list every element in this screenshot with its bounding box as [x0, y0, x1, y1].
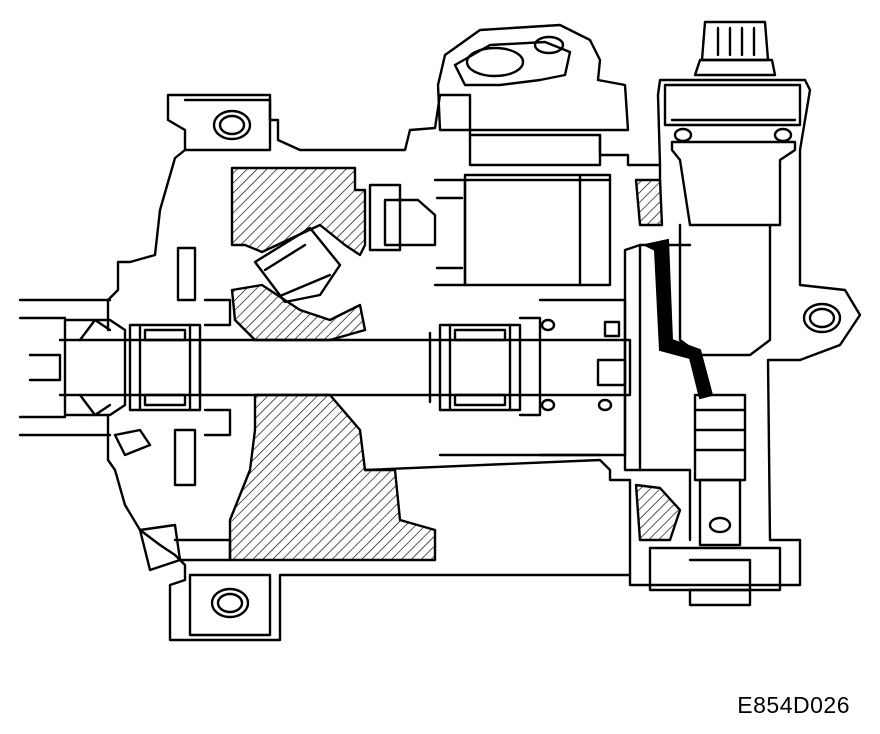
hatched-swashplate — [230, 283, 367, 342]
bolt-boss-upper — [183, 98, 272, 152]
main-shaft — [58, 338, 632, 397]
valve-cap — [700, 20, 770, 62]
drain-fitting — [138, 523, 182, 572]
bearing-rear — [438, 323, 522, 412]
bolt-boss-lower — [188, 573, 272, 637]
port-hole-large — [465, 46, 525, 78]
piston-bore — [463, 173, 612, 287]
figure-code: E854D026 — [737, 692, 850, 718]
shaft-seal — [63, 318, 127, 417]
control-linkage — [642, 238, 714, 400]
control-piston-base — [648, 546, 782, 592]
bolt-hole-lower — [210, 587, 250, 619]
valve-body — [663, 83, 802, 127]
piston-small — [368, 183, 402, 252]
bearing-front — [128, 323, 202, 412]
hatched-flange-lower-right — [634, 483, 682, 542]
bolt-hole-right — [802, 302, 842, 334]
port-flange — [436, 23, 630, 132]
hatched-housing-upper — [230, 166, 367, 257]
housing-outline — [106, 78, 862, 642]
hatched-housing-lower — [228, 393, 437, 562]
control-spool — [693, 393, 747, 482]
port-hole-small — [533, 35, 565, 55]
end-plate — [623, 243, 642, 472]
hatched-flange-right — [634, 178, 664, 227]
bolt-hole-upper — [212, 109, 252, 141]
